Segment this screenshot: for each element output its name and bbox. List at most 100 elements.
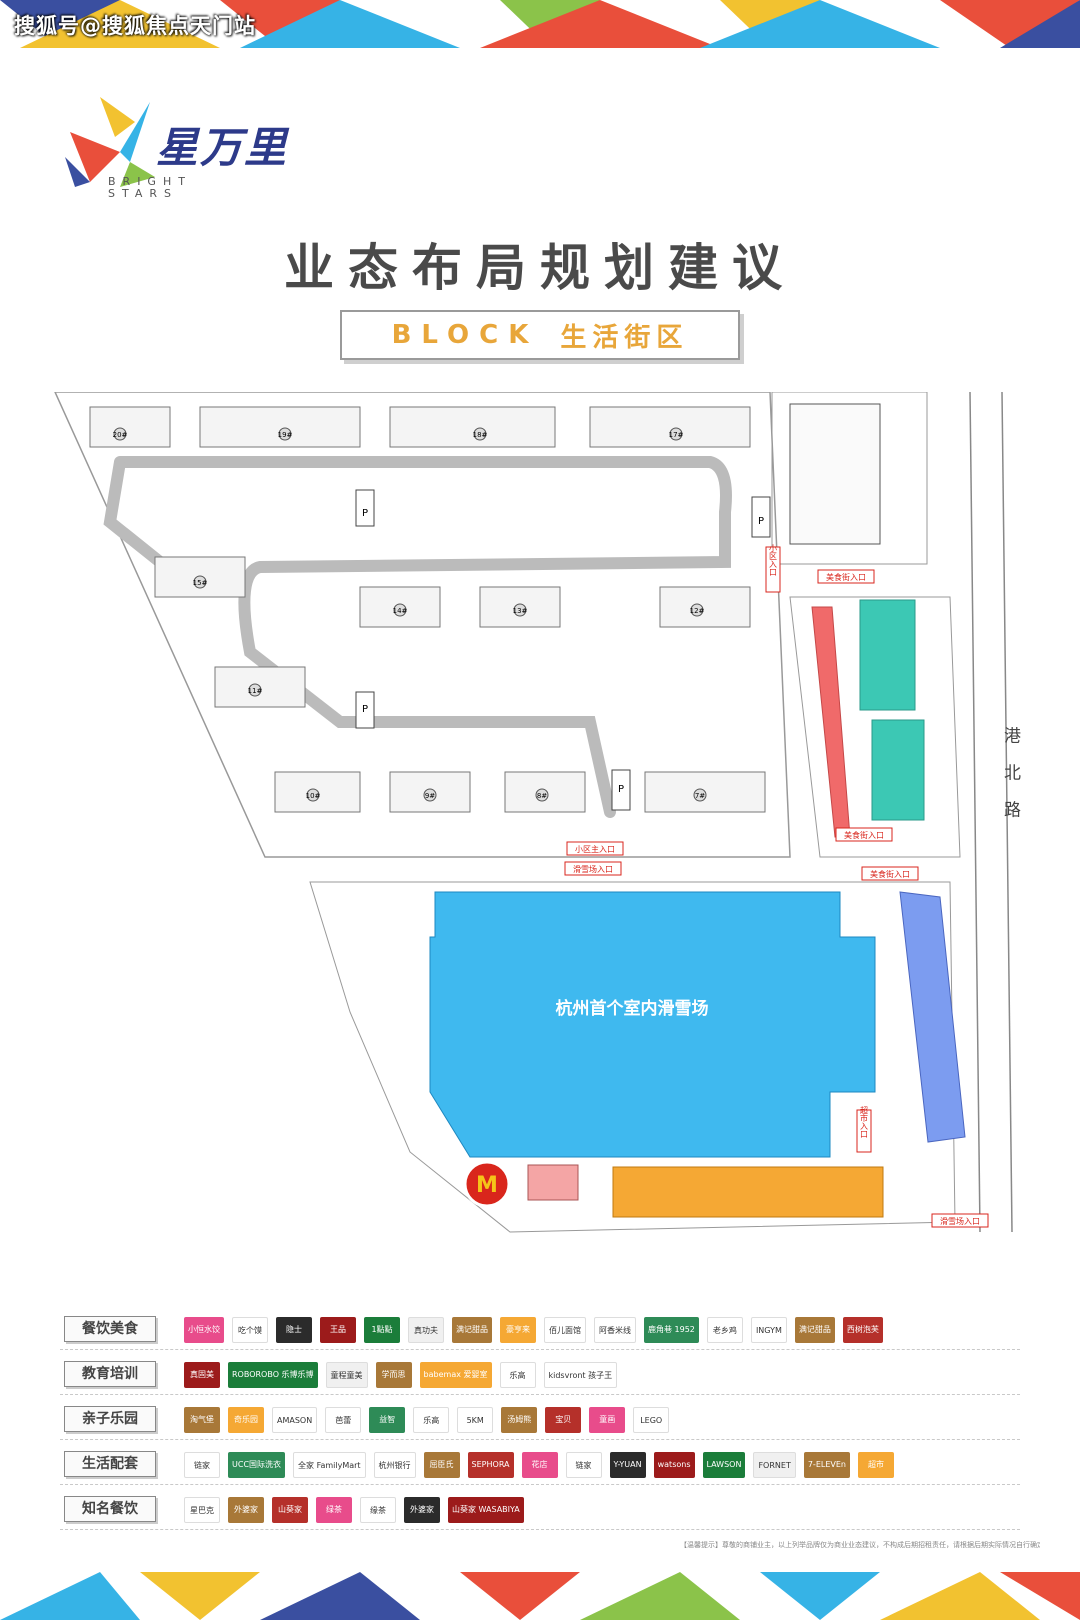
community-entrance-label: 小区入口 xyxy=(769,544,778,576)
page-title: 业态布局规划建议 xyxy=(284,239,796,297)
road-name: 港北路 xyxy=(1000,726,1021,837)
building-9: 9# xyxy=(389,771,471,813)
building-label: 13# xyxy=(513,607,528,615)
parking-marker-3: P xyxy=(355,691,375,729)
category-label: 知名餐饮 xyxy=(64,1496,156,1522)
brand-logo-item: 汤姆熊 xyxy=(501,1407,538,1433)
category-label: 生活配套 xyxy=(64,1451,156,1477)
building-7: 7# xyxy=(644,771,766,813)
site-plan-map: 20# 19# 18# 17# 15# 14# 13# 12# 11# 10# … xyxy=(50,391,1040,1272)
food-street-entrance-bottom-label: 美食街入口 xyxy=(844,830,884,840)
building-label: 20# xyxy=(113,431,128,439)
building-label: 12# xyxy=(690,607,705,615)
brand-logo-item: 鹿角巷 1952 xyxy=(644,1317,699,1343)
brand-logo-item: 佰儿面馆 xyxy=(544,1317,586,1343)
mall-orange-block xyxy=(612,1166,884,1218)
building-label: 8# xyxy=(537,792,547,800)
building-label: 18# xyxy=(473,431,488,439)
ski-entrance-top-label: 滑雪场入口 xyxy=(573,864,613,874)
internal-road-2 xyxy=(103,461,164,567)
brand-logo-item: 隐士 xyxy=(276,1317,312,1343)
mall-blue-block xyxy=(899,891,966,1143)
brand-logo-item: 杭州银行 xyxy=(373,1452,416,1478)
brand-logo-item: 益智 xyxy=(369,1407,406,1433)
logo-name: 星万里 xyxy=(156,123,289,172)
logo-english: BRIGHT STARS xyxy=(108,175,192,200)
brand-logo-item: 淘气堡 xyxy=(184,1407,220,1433)
brand-logo-item: 真固美 xyxy=(184,1362,220,1388)
brand-logo-item: 老乡鸡 xyxy=(706,1317,743,1343)
mcdonalds-marker: M xyxy=(463,1160,511,1208)
brand-logo-item: 乐高 xyxy=(499,1362,536,1388)
brand-logo-item: 童画 xyxy=(589,1407,626,1433)
internal-road xyxy=(114,456,732,818)
brand-logo-item: babemax 爱婴室 xyxy=(419,1362,492,1388)
top-decorative-band: 搜狐号@搜狐焦点天门站 xyxy=(0,0,1080,48)
food-street-entrance-top-label: 美食街入口 xyxy=(826,572,866,582)
building-label: 7# xyxy=(695,792,705,800)
building-label: 17# xyxy=(669,431,684,439)
category-label: 餐饮美食 xyxy=(64,1316,156,1342)
brand-logo-item: FORNET xyxy=(753,1452,796,1478)
building-label: 9# xyxy=(425,792,435,800)
brand-logo-item: INGYM xyxy=(750,1317,787,1343)
building-label: 11# xyxy=(248,687,263,695)
supermarket-entrance-label: 超市入口 xyxy=(860,1105,869,1138)
bottom-band-pattern xyxy=(0,1572,1080,1620)
brand-logo-item: AMASON xyxy=(272,1407,318,1433)
brand-logo-item: SEPHORA xyxy=(467,1452,514,1478)
parking-marker-1: P xyxy=(355,489,375,527)
road-edge-2 xyxy=(1001,391,1013,1233)
brand-logo-item: watsons xyxy=(653,1452,695,1478)
brand-logo-item: 外婆家 xyxy=(228,1497,264,1523)
building-20: 20# xyxy=(89,406,171,448)
top-band-pattern xyxy=(0,0,1080,48)
brand-logo-item: kidsvront 孩子王 xyxy=(543,1362,618,1388)
ski-resort-block xyxy=(429,891,876,1158)
category-label: 教育培训 xyxy=(64,1361,156,1387)
brand-logo-item: 学而思 xyxy=(375,1362,412,1388)
brand-logo-item: 满记甜品 xyxy=(794,1317,835,1343)
brand-logo-item: 外婆家 xyxy=(404,1497,440,1523)
building-label: 15# xyxy=(193,579,208,587)
brand-logo-item: 豪亨来 xyxy=(500,1317,536,1343)
brand-logo-item: 屈臣氏 xyxy=(423,1452,460,1478)
brand-logo-item: 王品 xyxy=(320,1317,356,1343)
food-street-entrance-bottom: 美食街入口 xyxy=(835,827,893,842)
building-10: 10# xyxy=(274,771,361,813)
svg-text:M: M xyxy=(476,1173,498,1198)
brand-logo-item: LAWSON xyxy=(702,1452,746,1478)
food-street-teal-block-2 xyxy=(871,719,925,821)
brand-list: 星巴克外婆家山葵家绿茶缘茶外婆家山葵家 WASABIYA xyxy=(184,1494,1020,1526)
community-main-entrance-tag: 小区主入口 xyxy=(566,841,624,856)
subtitle-english: BLOCK xyxy=(391,320,539,350)
brand-logo-item: 5KM xyxy=(457,1407,494,1433)
community-entrance-tag: 小区入口 xyxy=(765,544,781,593)
ski-resort-label: 杭州首个室内滑雪场 xyxy=(556,998,709,1019)
community-main-entrance-label: 小区主入口 xyxy=(575,844,615,854)
food-street-entrance-mall: 美食街入口 xyxy=(861,866,919,881)
supermarket-entrance-tag: 超市入口 xyxy=(856,1105,872,1153)
building-18: 18# xyxy=(389,406,556,448)
disclaimer-note: 【温馨提示】尊敬的商铺业主，以上列举品牌仅为商业业态建议，不构成后期招租责任，请… xyxy=(680,1541,1040,1549)
building-12: 12# xyxy=(659,586,751,628)
brand-logo-item: 全家 FamilyMart xyxy=(293,1452,366,1478)
parking-label: P xyxy=(758,516,764,527)
site-plan-svg: 20# 19# 18# 17# 15# 14# 13# 12# 11# 10# … xyxy=(53,391,1021,1233)
brand-logo: 星万里 BRIGHT STARS xyxy=(60,92,320,204)
brand-logo-item: 吃个馍 xyxy=(232,1317,268,1343)
parking-label: P xyxy=(618,784,624,795)
brand-logo-item: 乐高 xyxy=(413,1407,450,1433)
subtitle-box: BLOCK 生活街区 xyxy=(340,310,740,360)
brand-logo-item: Y-YUAN xyxy=(609,1452,646,1478)
building-label: 14# xyxy=(393,607,408,615)
building-17: 17# xyxy=(589,406,751,448)
parking-marker-2: P xyxy=(751,496,771,538)
parking-label: P xyxy=(362,508,368,519)
building-11: 11# xyxy=(214,666,306,708)
building-19: 19# xyxy=(199,406,361,448)
brand-logo-item: 链家 xyxy=(565,1452,602,1478)
